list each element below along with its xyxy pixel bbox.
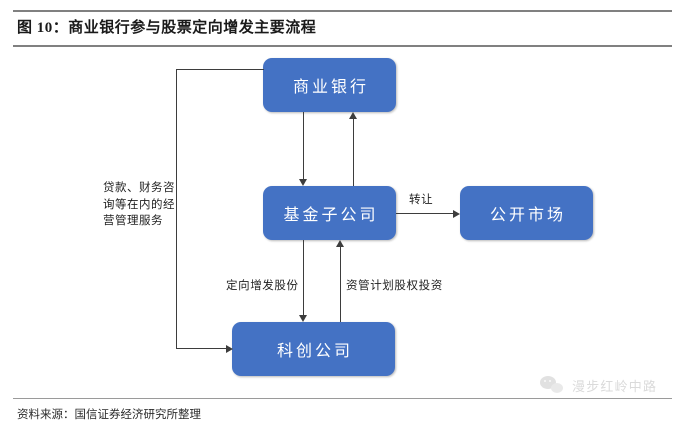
figure-title: 图 10：商业银行参与股票定向增发主要流程	[17, 20, 317, 36]
edge-bank-to-tech-arrowhead	[226, 345, 233, 353]
edge-label-private-placement: 定向增发股份	[226, 280, 299, 292]
edge-bank-to-fund-line	[303, 112, 305, 179]
edge-label-transfer: 转让	[409, 194, 434, 206]
edge-bank-to-fund-arrowhead	[299, 179, 307, 186]
edge-fund-to-bank-line	[353, 119, 355, 186]
watermark-text: 漫步红岭中路	[572, 379, 658, 394]
rule-under-title	[13, 45, 672, 47]
watermark: 漫步红岭中路	[540, 376, 657, 395]
source-note: 资料来源：国信证券经济研究所整理	[17, 409, 201, 421]
node-commercial-bank[interactable]: 商业银行	[263, 58, 396, 112]
edge-tech-to-fund-arrowhead	[336, 240, 344, 247]
rule-top	[13, 10, 672, 12]
node-open-market[interactable]: 公开市场	[460, 186, 593, 240]
edge-fund-to-bank-arrowhead	[349, 112, 357, 119]
edge-tech-to-fund-line	[340, 247, 342, 322]
rule-above-source	[13, 398, 672, 399]
wechat-icon	[540, 376, 566, 395]
node-tech-company[interactable]: 科创公司	[232, 322, 395, 376]
edge-fund-to-market-line	[396, 213, 453, 215]
edge-fund-to-market-arrowhead	[453, 210, 460, 218]
edge-bank-to-tech-segment-left	[176, 69, 178, 349]
flow-diagram: 商业银行 基金子公司 公开市场 科创公司 贷款、财务咨询等在内的经营管理服务 定…	[0, 48, 700, 396]
edge-label-asset-management-equity: 资管计划股权投资	[346, 280, 443, 292]
edge-fund-to-tech-arrowhead	[299, 315, 307, 322]
edge-label-loan-services: 贷款、财务咨询等在内的经营管理服务	[103, 182, 175, 228]
edge-bank-to-tech-segment-bottom	[176, 348, 226, 350]
edge-fund-to-tech-line	[303, 240, 305, 315]
edge-bank-to-tech-segment-top	[176, 69, 264, 71]
node-fund-subsidiary[interactable]: 基金子公司	[263, 186, 396, 240]
